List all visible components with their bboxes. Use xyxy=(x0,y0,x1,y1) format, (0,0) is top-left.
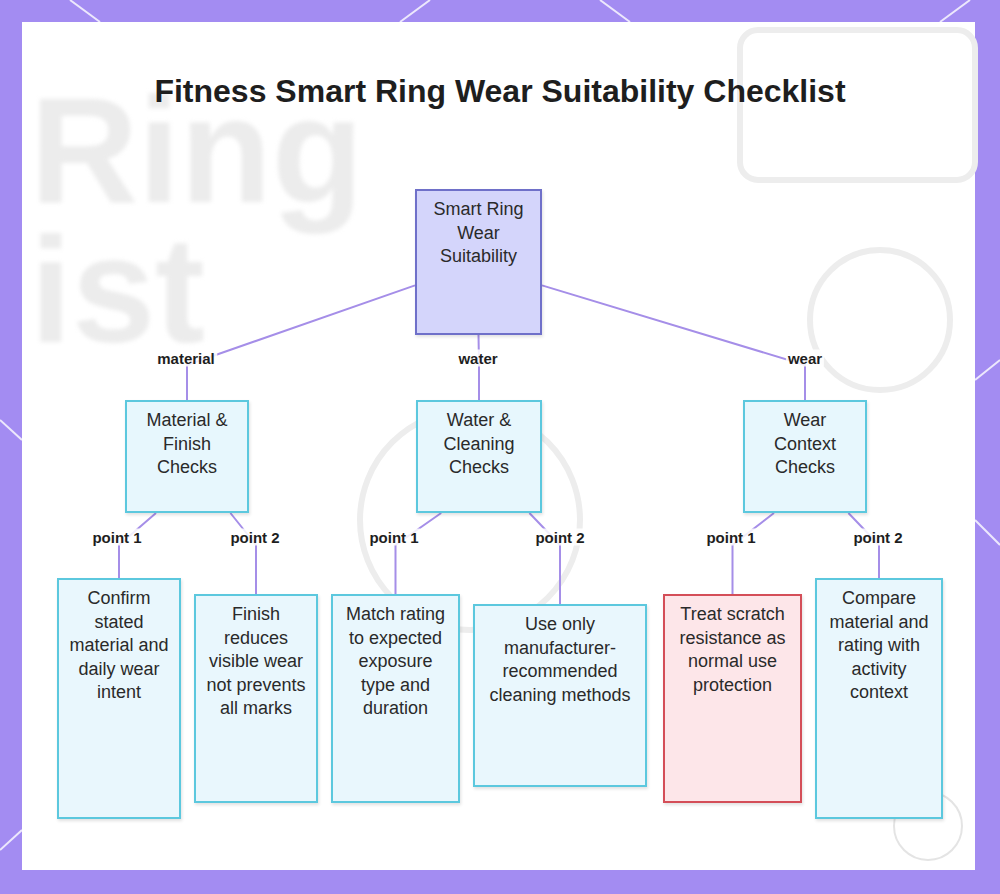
checklist-item-box: Match rating to expected exposure type a… xyxy=(331,594,460,803)
node-text: Use only manufacturer-recommended cleani… xyxy=(481,613,639,707)
border-lines xyxy=(0,0,1000,850)
connector-line xyxy=(542,285,805,400)
root-box: Smart Ring Wear Suitability xyxy=(415,189,542,335)
connector-line xyxy=(478,335,481,400)
category-box: Water & Cleaning Checks xyxy=(416,400,542,513)
connector-line xyxy=(848,513,879,578)
edge-label: point 1 xyxy=(367,529,420,546)
connector-line xyxy=(396,513,442,594)
diagram-title: Fitness Smart Ring Wear Suitability Chec… xyxy=(150,70,850,113)
edge-label: material xyxy=(155,350,217,367)
node-text: Wear Context Checks xyxy=(751,409,859,480)
connector-line xyxy=(119,513,156,578)
node-text: Water & Cleaning Checks xyxy=(424,409,534,480)
checklist-item-box: Use only manufacturer-recommended cleani… xyxy=(473,604,647,787)
category-box: Material & Finish Checks xyxy=(125,400,249,513)
node-text: Finish reduces visible wear not prevents… xyxy=(202,603,310,721)
node-text: Confirm stated material and daily wear i… xyxy=(65,587,173,705)
node-text: Treat scratch resistance as normal use p… xyxy=(671,603,794,697)
connector-line xyxy=(529,513,560,604)
watermark-text: ist xyxy=(30,215,205,365)
category-box: Wear Context Checks xyxy=(743,400,867,513)
connector-line xyxy=(187,285,415,400)
checklist-item-box: Treat scratch resistance as normal use p… xyxy=(663,594,802,803)
edge-label: point 2 xyxy=(851,529,904,546)
faint-illustration xyxy=(360,30,975,630)
checklist-item-box: Confirm stated material and daily wear i… xyxy=(57,578,181,819)
node-text: Match rating to expected exposure type a… xyxy=(339,603,452,721)
edge-label: point 1 xyxy=(90,529,143,546)
edge-label: point 2 xyxy=(533,529,586,546)
edge-label: point 2 xyxy=(228,529,281,546)
edge-label: wear xyxy=(786,350,824,367)
connector-line xyxy=(733,513,775,594)
node-text: Compare material and rating with activit… xyxy=(823,587,935,705)
node-text: Material & Finish Checks xyxy=(133,409,241,480)
checklist-item-box: Finish reduces visible wear not prevents… xyxy=(194,594,318,803)
connector-line xyxy=(230,513,256,594)
edge-label: water xyxy=(456,350,499,367)
node-text: Smart Ring Wear Suitability xyxy=(423,198,534,269)
checklist-item-box: Compare material and rating with activit… xyxy=(815,578,943,819)
edge-label: point 1 xyxy=(704,529,757,546)
